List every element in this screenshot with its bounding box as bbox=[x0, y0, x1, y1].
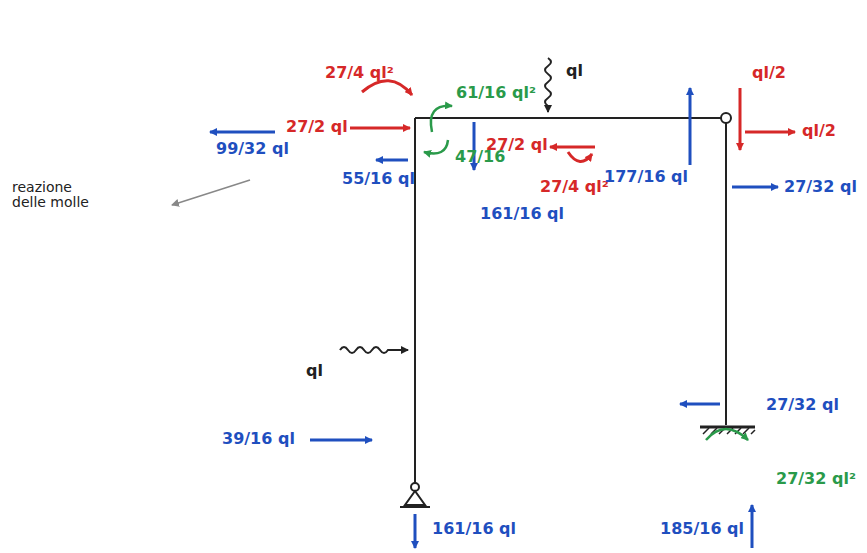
moment-label: 27/4 ql² bbox=[325, 64, 394, 82]
force-label: ql/2 bbox=[752, 64, 786, 82]
force-label: ql/2 bbox=[802, 122, 836, 140]
reaction-label: 185/16 ql bbox=[660, 520, 744, 538]
force-label: 161/16 ql bbox=[480, 205, 564, 223]
reaction-label: 39/16 ql bbox=[222, 430, 295, 448]
force-label: 177/16 ql bbox=[604, 168, 688, 186]
moment-label: 61/16 ql² bbox=[456, 84, 536, 102]
force-label: 27/2 ql bbox=[486, 136, 548, 154]
moment-label: 27/32 ql² bbox=[776, 470, 856, 488]
force-label: 27/2 ql bbox=[286, 118, 348, 136]
load-label: ql bbox=[566, 62, 583, 80]
load-label: ql bbox=[306, 362, 323, 380]
reaction-label: 161/16 ql bbox=[432, 520, 516, 538]
force-label: 27/32 ql bbox=[766, 396, 839, 414]
moment-label: 27/4 ql² bbox=[540, 178, 609, 196]
spring-reaction-label: 99/32 ql bbox=[216, 140, 289, 158]
force-label: 27/32 ql bbox=[784, 178, 857, 196]
force-label: 55/16 ql bbox=[342, 170, 415, 188]
note: reazione delle molle bbox=[12, 180, 107, 211]
